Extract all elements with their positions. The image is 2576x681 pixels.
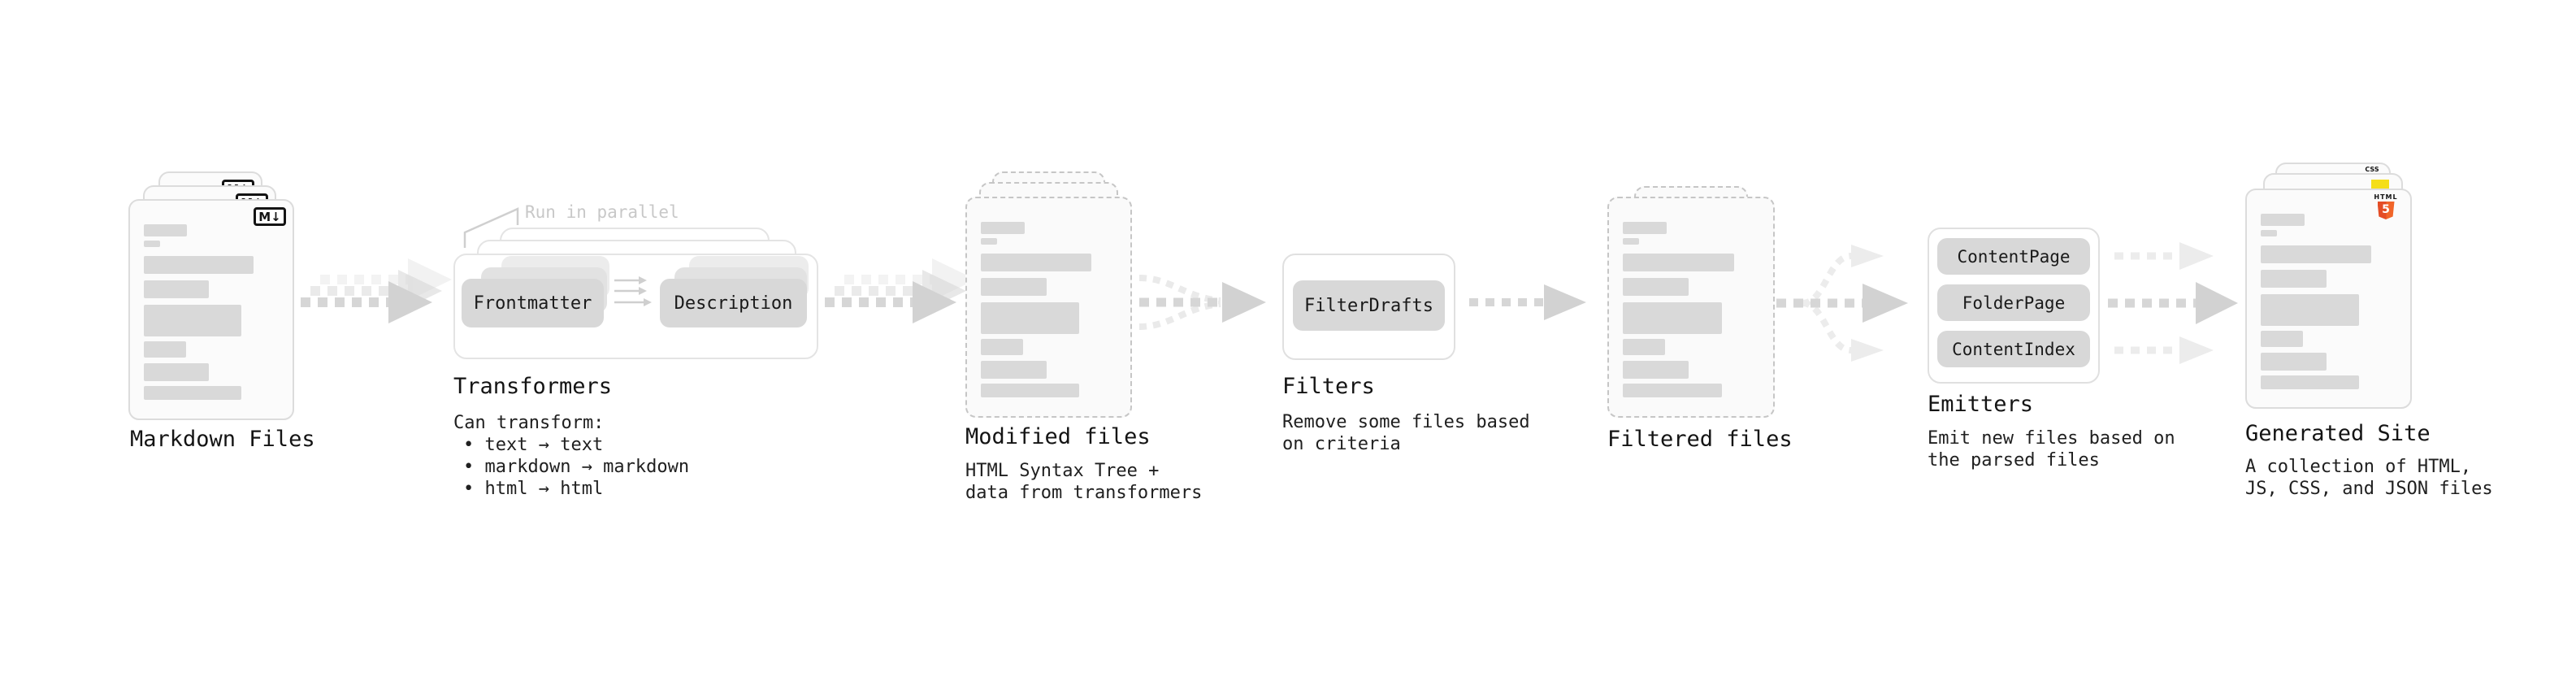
text-line-placeholder (1623, 222, 1667, 234)
flow-arrow-markdown-to-transformers (301, 258, 452, 323)
text-line-placeholder (144, 224, 188, 236)
text-line-placeholder (144, 241, 161, 247)
js-file-icon (2371, 180, 2389, 190)
run-parallel-leader-line (463, 207, 519, 248)
filtered-files-label: Filtered files (1607, 427, 1793, 452)
filters-label: Filters (1282, 374, 1375, 399)
text-line-placeholder (2261, 294, 2359, 326)
text-line-placeholder (144, 363, 210, 381)
flow-arrow-transformers-to-modified (825, 258, 976, 323)
text-line-placeholder (2261, 353, 2327, 371)
emitters-label: Emitters (1928, 392, 2034, 417)
content-index-node: ContentIndex (1937, 331, 2090, 367)
modified-files-label: Modified files (965, 424, 1151, 449)
content-page-node: ContentPage (1937, 238, 2090, 275)
description-node: Description (660, 279, 807, 327)
text-line-placeholder (1623, 339, 1666, 355)
text-line-placeholder (144, 256, 254, 274)
text-line-placeholder (981, 278, 1047, 296)
flow-arrow-filtered-to-emitters-split (1776, 245, 1908, 362)
text-line-placeholder (144, 341, 186, 358)
text-line-placeholder (981, 222, 1025, 234)
html5-shield: 5 (2377, 202, 2395, 219)
text-line-placeholder (2261, 214, 2305, 226)
text-line-placeholder (1623, 238, 1640, 245)
text-line-placeholder (981, 254, 1092, 271)
file-content-placeholder (144, 224, 280, 400)
markdown-icon: M↓ (254, 207, 286, 226)
frontmatter-node: Frontmatter (462, 279, 604, 327)
text-line-placeholder (1623, 278, 1689, 296)
text-line-placeholder (2261, 375, 2359, 389)
modified-file-card-front (965, 197, 1132, 418)
text-line-placeholder (1623, 361, 1689, 379)
text-line-placeholder (144, 386, 242, 400)
transformers-description: Can transform: • text → text • markdown … (453, 413, 690, 499)
text-line-placeholder (2261, 270, 2327, 288)
transform-step-arrows (614, 276, 652, 306)
text-line-placeholder (981, 339, 1024, 355)
markdown-file-card-front: M↓ (128, 199, 294, 420)
text-line-placeholder (144, 280, 210, 298)
emitters-description: Emit new files based on the parsed files (1928, 428, 2175, 471)
text-line-placeholder (2261, 245, 2372, 263)
generated-site-label: Generated Site (2245, 421, 2431, 446)
file-content-placeholder (2261, 214, 2397, 389)
html5-icon: HTML 5 (2371, 193, 2400, 219)
text-line-placeholder (981, 384, 1079, 397)
folder-page-node: FolderPage (1937, 284, 2090, 321)
filters-description: Remove some files based on criteria (1282, 412, 1530, 454)
text-line-placeholder (981, 302, 1079, 334)
text-line-placeholder (981, 361, 1047, 379)
text-line-placeholder (2261, 230, 2278, 236)
flow-arrow-filters-to-filtered (1469, 284, 1586, 320)
file-content-placeholder (981, 222, 1117, 397)
text-line-placeholder (144, 305, 242, 336)
markdown-files-label: Markdown Files (130, 427, 315, 452)
text-line-placeholder (1623, 384, 1722, 397)
text-line-placeholder (981, 238, 998, 245)
text-line-placeholder (2261, 331, 2304, 347)
filter-drafts-node: FilterDrafts (1293, 280, 1445, 331)
generated-html-file-card: HTML 5 (2245, 189, 2412, 409)
run-parallel-annotation: Run in parallel (525, 202, 679, 222)
file-content-placeholder (1623, 222, 1760, 397)
text-line-placeholder (1623, 254, 1734, 271)
modified-files-description: HTML Syntax Tree + data from transformer… (965, 461, 1203, 503)
flow-arrow-modified-to-filters-merge (1138, 275, 1266, 330)
text-line-placeholder (1623, 302, 1722, 334)
filtered-file-card-front (1607, 197, 1775, 418)
generated-site-description: A collection of HTML, JS, CSS, and JSON … (2245, 457, 2493, 499)
transformers-label: Transformers (453, 374, 613, 399)
flow-arrow-emitters-to-generated (2108, 242, 2238, 364)
